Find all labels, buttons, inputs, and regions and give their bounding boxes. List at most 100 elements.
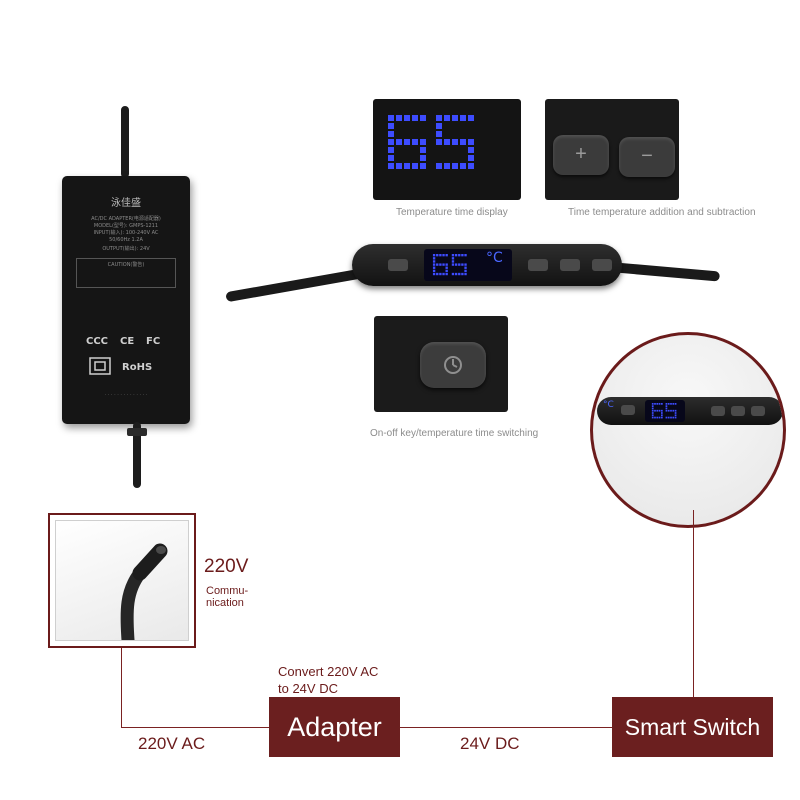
digit-dot xyxy=(445,263,448,266)
large-digit-display xyxy=(388,115,474,169)
digit-dot xyxy=(452,115,458,121)
digit-dot xyxy=(388,163,394,169)
input-voltage-label: 220V AC xyxy=(138,734,206,753)
digit-dot xyxy=(454,272,458,276)
controller-key-1[interactable] xyxy=(528,259,548,271)
digit-dot xyxy=(420,139,426,145)
digit-dot xyxy=(674,403,677,405)
digit-dot xyxy=(464,269,467,273)
digit-dot xyxy=(388,139,394,145)
adapter-spec-label: AC/DC ADAPTER(电源适配器) MODEL(型号): GMPS-121… xyxy=(72,214,180,414)
digit-dot xyxy=(444,139,450,145)
digit-dot xyxy=(412,139,418,145)
digit-dot xyxy=(670,409,672,412)
digit-dot xyxy=(412,115,418,121)
digit-dot xyxy=(460,115,466,121)
digit-dot xyxy=(658,403,661,405)
power-key-closeup-photo xyxy=(374,316,508,412)
digit-dot xyxy=(667,403,670,405)
digit-dot xyxy=(432,254,436,257)
controller-key-2[interactable] xyxy=(560,259,580,271)
plug-photo-frame xyxy=(48,513,196,648)
controller-cord-right xyxy=(609,262,721,282)
digit-dot xyxy=(661,416,663,419)
plug-voltage-label: 220V xyxy=(204,556,249,577)
digit-dot xyxy=(444,163,450,169)
power-adapter-photo: 泳佳盛 AC/DC ADAPTER(电源适配器) MODEL(型号): GMPS… xyxy=(62,176,190,424)
digit-dot xyxy=(670,416,672,419)
adapter-caution-text: CAUTION(警告) xyxy=(107,262,145,268)
double-insulation-icon xyxy=(89,357,111,375)
digit-dot xyxy=(432,263,436,266)
digit-dot xyxy=(432,257,436,260)
zoom-power-key[interactable] xyxy=(621,405,635,415)
digit-dot xyxy=(661,409,663,412)
digit-dot xyxy=(461,254,464,257)
digit-dot xyxy=(656,403,659,405)
minus-button[interactable]: − xyxy=(619,137,675,177)
zoom-key-3[interactable] xyxy=(751,406,765,416)
digit-dot xyxy=(451,272,455,276)
digit-dot xyxy=(656,416,659,419)
controller-key-3[interactable] xyxy=(592,259,612,271)
power-key-caption: On-off key/temperature time switching xyxy=(370,428,539,439)
adapter-box: Adapter xyxy=(269,697,400,757)
digit-dot xyxy=(432,269,436,273)
digit-dot xyxy=(651,409,654,412)
digit-dot xyxy=(651,405,654,407)
digit-dot xyxy=(651,414,654,417)
digit-dot xyxy=(464,254,467,257)
digit-dot xyxy=(674,412,677,414)
adapter-warning-box: CAUTION(警告) xyxy=(76,258,176,288)
digit-dot xyxy=(388,147,394,153)
digit-dot xyxy=(468,139,474,145)
digit-dot xyxy=(468,155,474,161)
digit-dot xyxy=(674,409,677,412)
digit-dot xyxy=(436,254,439,257)
adapter-spec-line: 50/60Hz 1.2A xyxy=(109,237,143,243)
rohs-mark-icon: RoHS xyxy=(122,362,153,373)
power-key[interactable] xyxy=(388,259,408,271)
digit-dot xyxy=(651,403,654,405)
digit-dot xyxy=(420,155,426,161)
digit-dot xyxy=(445,266,448,269)
digit-dot xyxy=(665,407,668,410)
digit-dot xyxy=(654,409,656,412)
adapter-spec-line: OUTPUT(输出): 24V xyxy=(102,246,150,252)
digit-dot xyxy=(420,147,426,153)
digit-dot xyxy=(451,257,455,260)
dc-plug-cable-icon xyxy=(120,543,168,640)
convert-note: Convert 220V AC to 24V DC xyxy=(278,664,379,696)
digit-dot xyxy=(672,409,675,412)
digit-dot xyxy=(464,263,467,266)
digit-dot xyxy=(432,266,436,269)
clock-power-icon xyxy=(444,356,462,374)
controller-digit-display xyxy=(432,254,467,276)
digit-dot xyxy=(451,254,455,257)
power-toggle-button[interactable] xyxy=(420,342,486,388)
flow-line-switch-up xyxy=(693,510,694,697)
zoom-key-1[interactable] xyxy=(711,406,725,416)
plus-minus-caption: Time temperature addition and subtractio… xyxy=(568,207,756,218)
zoom-key-2[interactable] xyxy=(731,406,745,416)
adapter-brand: 泳佳盛 xyxy=(111,198,141,209)
ce-mark-icon: CE xyxy=(120,336,135,347)
digit-dot xyxy=(452,139,458,145)
digit-dot xyxy=(661,412,663,414)
flow-line-to-adapter xyxy=(121,727,269,728)
smart-switch-box: Smart Switch xyxy=(612,697,773,757)
adapter-spec-line: AC/DC ADAPTER(电源适配器) xyxy=(91,216,161,222)
digit-dot xyxy=(674,416,677,419)
digit-dot xyxy=(454,254,458,257)
flow-line-plug-down xyxy=(121,648,122,728)
digit-dot xyxy=(468,163,474,169)
digit-dot xyxy=(445,272,448,276)
digit-dot xyxy=(672,403,675,405)
digit-dot xyxy=(464,272,467,276)
digit-dot xyxy=(442,272,445,276)
plus-button[interactable]: + xyxy=(553,135,609,175)
digit-dot xyxy=(672,416,675,419)
digit-dot xyxy=(665,409,668,412)
zoom-celsius-unit: °C xyxy=(603,400,614,410)
dc-plug-photo xyxy=(56,521,188,640)
